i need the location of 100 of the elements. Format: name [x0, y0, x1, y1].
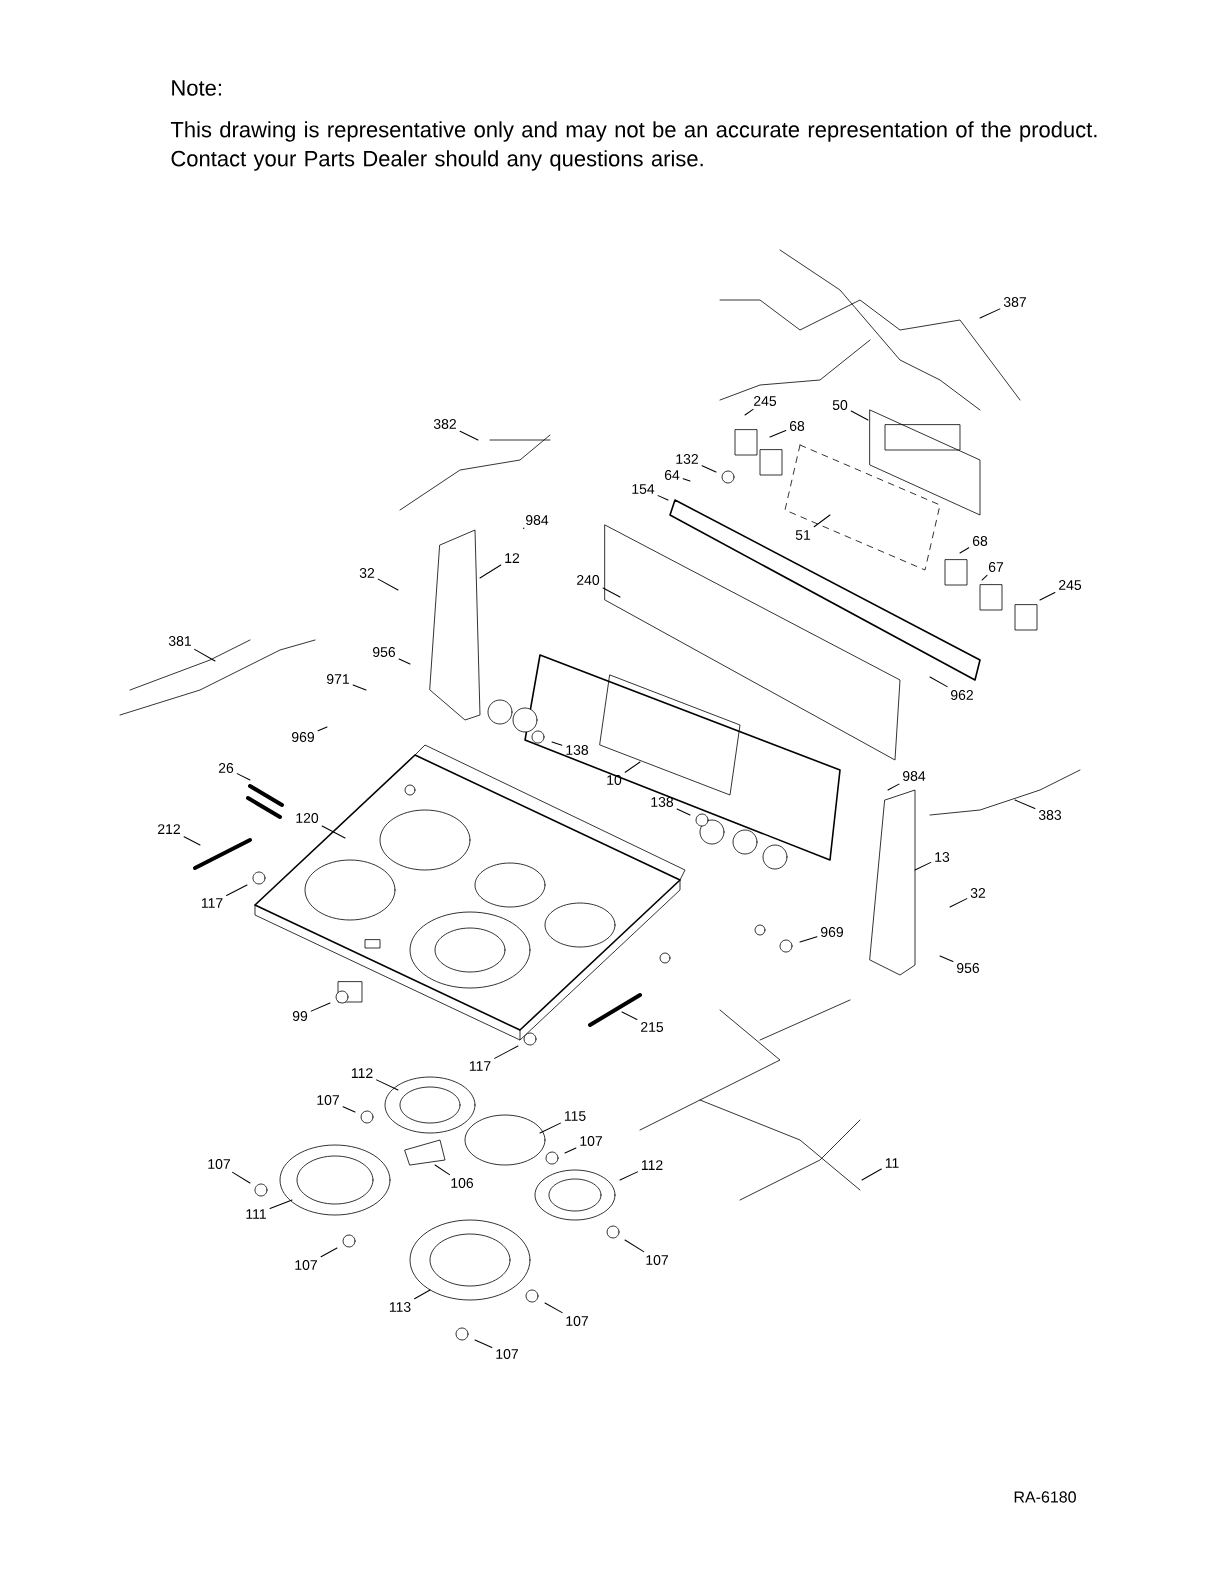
leader-line	[602, 587, 621, 598]
leader-line	[676, 808, 691, 816]
callout-number: 68	[972, 536, 988, 546]
callout-number: 956	[957, 963, 980, 973]
leader-line	[981, 574, 988, 581]
leader-line	[321, 825, 346, 839]
leader-line	[352, 684, 367, 691]
callout-number: 64	[664, 470, 680, 480]
leader-line	[949, 898, 968, 908]
callout-number: 383	[1038, 810, 1062, 820]
callout-number: 138	[566, 745, 589, 755]
callout-number: 113	[389, 1302, 411, 1312]
leader-line	[813, 514, 831, 528]
leader-line	[744, 408, 754, 416]
callout-number: 107	[646, 1255, 668, 1265]
callout-number: 107	[580, 1136, 602, 1146]
leader-line	[539, 1122, 561, 1134]
callout-number: 132	[676, 454, 698, 464]
callout-number: 99	[292, 1011, 308, 1021]
callout-number: 107	[566, 1316, 588, 1326]
callout-number: 112	[351, 1068, 373, 1078]
leader-line	[861, 1168, 882, 1181]
callout-number: 962	[951, 690, 973, 700]
leader-line	[194, 648, 216, 662]
leader-line	[398, 658, 411, 665]
leader-line	[929, 676, 948, 688]
callout-number: 387	[1003, 297, 1026, 307]
leader-line	[183, 836, 201, 846]
callout-number: 117	[201, 898, 223, 908]
callout-number: 107	[496, 1349, 518, 1359]
leader-line	[1039, 592, 1056, 601]
callout-number: 245	[1059, 580, 1082, 590]
leader-line	[887, 783, 900, 791]
leader-line	[434, 1164, 450, 1176]
callout-number: 215	[641, 1022, 664, 1032]
leader-line	[619, 1171, 638, 1181]
callout-number: 32	[970, 888, 986, 898]
leader-line	[551, 741, 563, 746]
leader-line	[232, 1171, 251, 1184]
note-heading: Note:	[172, 80, 221, 96]
callout-number: 984	[526, 515, 549, 525]
callout-number: 107	[295, 1260, 317, 1270]
callout-number: 117	[469, 1061, 491, 1071]
leader-line	[1014, 799, 1036, 810]
callout-number: 32	[359, 568, 375, 578]
leader-line	[979, 308, 1001, 319]
callout-number: 106	[451, 1178, 474, 1188]
callout-number: 107	[317, 1095, 339, 1105]
callout-number: 245	[754, 396, 777, 406]
leader-line	[269, 1199, 293, 1210]
callout-number: 120	[296, 813, 319, 823]
leader-line	[850, 410, 869, 421]
leader-line	[701, 465, 717, 473]
leader-line	[494, 1045, 519, 1059]
callout-number: 971	[327, 674, 349, 684]
callout-number: 969	[821, 927, 843, 937]
leader-line	[236, 773, 251, 781]
callout-number: 50	[832, 400, 848, 410]
callout-number: 107	[208, 1159, 230, 1169]
callout-number: 956	[373, 647, 396, 657]
callout-number: 382	[433, 419, 456, 429]
leader-line	[624, 761, 641, 773]
callout-number: 68	[789, 421, 805, 431]
leader-line	[317, 726, 328, 732]
callout-number: 969	[292, 732, 314, 742]
leader-line	[564, 1147, 577, 1154]
callout-number: 115	[564, 1111, 586, 1121]
callout-number: 10	[607, 775, 622, 785]
callout-number: 11	[885, 1158, 899, 1168]
leader-line	[799, 936, 818, 943]
leader-line	[320, 1247, 338, 1258]
callout-number: 67	[988, 562, 1004, 572]
callout-number: 381	[168, 636, 191, 646]
leader-line	[342, 1106, 356, 1113]
leader-line	[414, 1289, 431, 1300]
leader-line	[621, 1011, 638, 1020]
callout-number: 112	[641, 1160, 663, 1170]
callout-number: 51	[795, 530, 811, 540]
callout-number: 154	[632, 484, 655, 494]
leader-line	[376, 1079, 399, 1091]
leader-line	[479, 564, 502, 579]
leader-line	[522, 527, 525, 529]
drawing-number: RA-6180	[1014, 1491, 1076, 1503]
callout-number: 240	[577, 575, 600, 585]
callout-number: 13	[935, 852, 950, 862]
leader-line	[657, 495, 669, 501]
note-text: This drawing is representative only and may not be an accurate representation of the product. Contact your Parts Dealer should any questions arise.	[170, 121, 1097, 171]
callout-number: 26	[218, 763, 234, 773]
leader-line	[769, 430, 787, 438]
leader-line	[377, 578, 399, 591]
leader-line	[544, 1302, 563, 1314]
leader-line	[226, 884, 248, 896]
leader-line	[459, 430, 479, 441]
leader-line	[682, 478, 691, 482]
leader-line	[939, 955, 954, 963]
leader-line	[624, 1239, 645, 1253]
callout-number: 111	[246, 1209, 266, 1219]
leader-line	[959, 547, 970, 554]
callout-number: 212	[158, 824, 180, 834]
callout-number: 12	[505, 553, 520, 563]
